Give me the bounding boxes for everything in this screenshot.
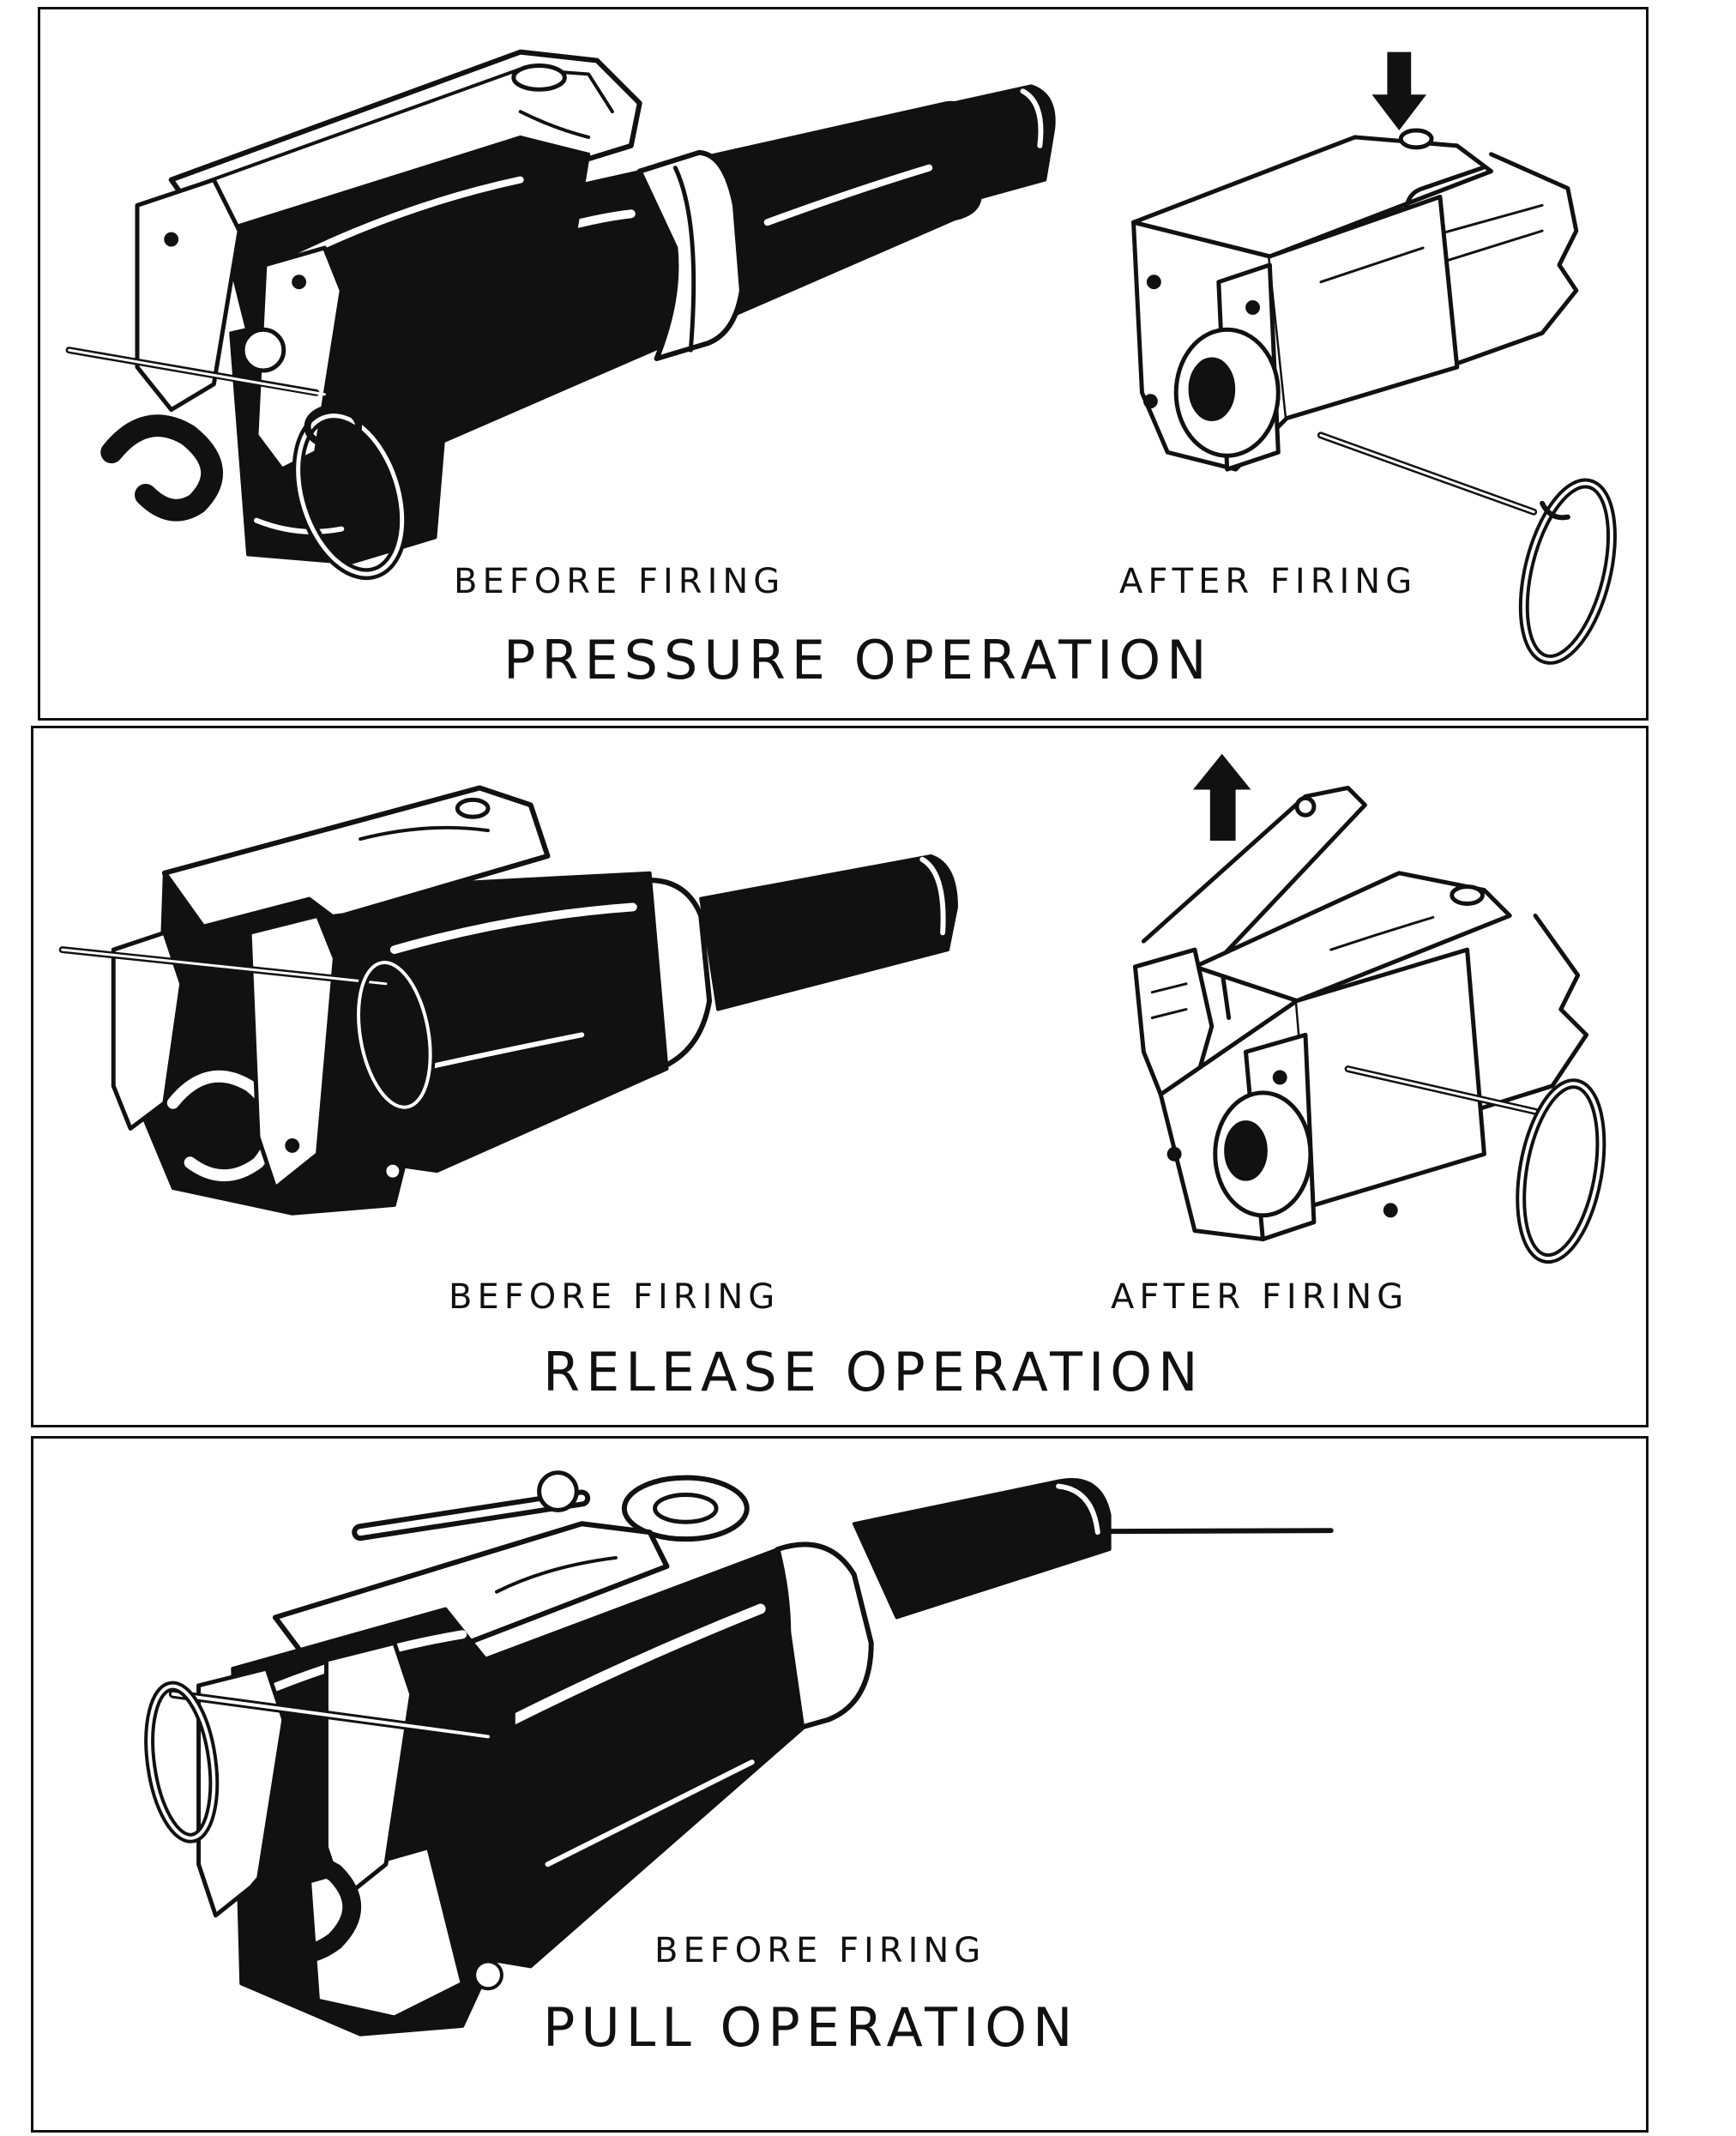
pull-operation-panel: BEFORE FIRING PULL OPERATION [31, 1436, 1649, 2133]
release-device-after-firing [1132, 786, 1606, 1264]
pull-device-before-firing [144, 1470, 1334, 2036]
release-device-before-firing [58, 785, 958, 1216]
pressure-device-before-firing [65, 49, 1056, 581]
release-operation-illustration [58, 753, 1606, 1264]
before-firing-label: BEFORE FIRING [654, 1931, 986, 1970]
arrow-up-icon [1192, 753, 1251, 842]
release-operation-title: RELEASE OPERATION [543, 1341, 1204, 1403]
pressure-device-after-firing [1131, 128, 1617, 665]
pressure-operation-illustration [65, 49, 1617, 665]
pull-operation-illustration [144, 1470, 1334, 2036]
pressure-operation-title: PRESSURE OPERATION [503, 629, 1213, 691]
after-firing-label: AFTER FIRING [1111, 1277, 1409, 1317]
pull-operation-title: PULL OPERATION [543, 1996, 1079, 2059]
pressure-operation-panel: BEFORE FIRING AFTER FIRING PRESSURE OPER… [38, 7, 1649, 721]
before-firing-label: BEFORE FIRING [449, 1277, 781, 1317]
release-operation-panel: BEFORE FIRING AFTER FIRING RELEASE OPERA… [31, 726, 1649, 1427]
after-firing-label: AFTER FIRING [1119, 562, 1418, 601]
before-firing-label: BEFORE FIRING [454, 562, 786, 601]
arrow-down-icon [1371, 51, 1427, 130]
